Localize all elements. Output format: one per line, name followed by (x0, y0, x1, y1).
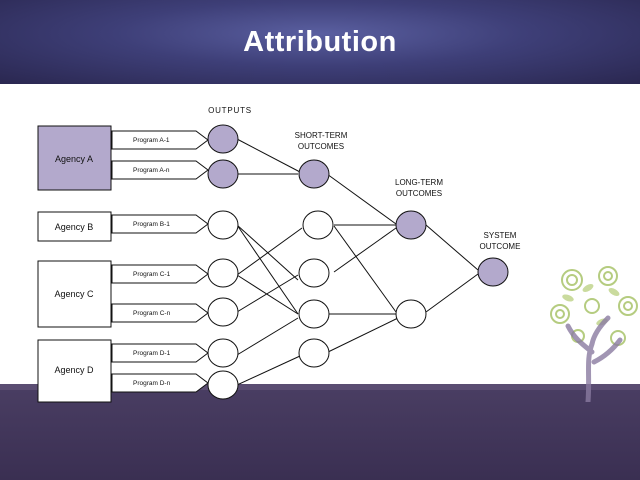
program-d1-arrow (111, 343, 209, 363)
short-term-node (298, 159, 330, 189)
footer-divider (0, 384, 640, 390)
connector-lines (236, 138, 479, 386)
system-header-line1: SYSTEM (484, 231, 517, 240)
output-node (207, 210, 239, 240)
output-node (207, 297, 239, 327)
short-term-node (298, 258, 330, 288)
short-term-header-line2: OUTCOMES (298, 142, 344, 151)
system-outcome-node (477, 257, 509, 287)
short-term-node (298, 299, 330, 329)
program-b1-label: Program B-1 (133, 221, 170, 228)
output-node (207, 159, 239, 189)
agency-c-label: Agency C (54, 289, 94, 299)
long-term-header-line1: LONG-TERM (395, 178, 443, 187)
outputs-header: OUTPUTS (208, 106, 252, 115)
decorative-tree-icon (550, 266, 638, 402)
slide-title: Attribution (243, 26, 397, 58)
short-term-node (302, 210, 334, 240)
agency-d-box (37, 339, 112, 403)
program-b1-arrow (111, 214, 209, 234)
program-cn-arrow (111, 303, 209, 323)
short-term-header-line1: SHORT-TERM (295, 131, 348, 140)
long-term-node (395, 210, 427, 240)
system-header-line2: OUTCOME (480, 242, 521, 251)
program-dn-label: Program D-n (133, 380, 171, 387)
agency-a-label: Agency A (55, 154, 93, 164)
program-cn-label: Program C-n (133, 310, 171, 317)
agency-b-box (37, 211, 112, 242)
agency-a-box (37, 125, 112, 191)
agency-c-box (37, 260, 112, 328)
program-c1-arrow (111, 264, 209, 284)
program-a1-arrow (111, 130, 209, 150)
output-node (207, 124, 239, 154)
slide-header (0, 0, 640, 84)
program-d1-label: Program D-1 (133, 350, 171, 357)
program-a1-label: Program A-1 (133, 137, 170, 144)
output-node (207, 338, 239, 368)
output-node (207, 258, 239, 288)
agency-b-label: Agency B (55, 222, 94, 232)
agency-d-label: Agency D (54, 365, 94, 375)
output-node (207, 370, 239, 400)
short-term-node (298, 338, 330, 368)
long-term-header-line2: OUTCOMES (396, 189, 442, 198)
program-an-label: Program A-n (133, 167, 170, 174)
program-dn-arrow (111, 373, 209, 393)
long-term-node (395, 299, 427, 329)
program-an-arrow (111, 160, 209, 180)
program-c1-label: Program C-1 (133, 271, 171, 278)
